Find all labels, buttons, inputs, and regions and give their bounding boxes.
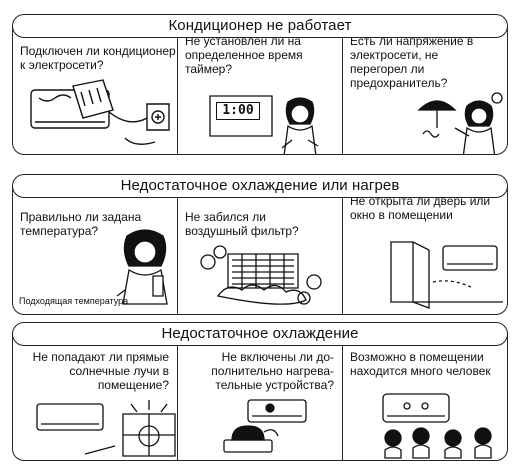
cell-note: Подходящая температура [19, 296, 129, 306]
cell-sunlight: Не попадают ли прямые солнечные лучи в п… [13, 334, 178, 460]
section-title: Кондиционер не работает [12, 14, 508, 38]
section-title: Недостаточное охлаждение или нагрев [12, 174, 508, 198]
cell-air-filter: Не забился ли воздушный фильтр? [178, 186, 343, 314]
cell-text: Возможно в помещении находится много чел… [350, 350, 491, 378]
cell-many-people: Возможно в помещении находится много чел… [343, 334, 507, 460]
section-cooling: Недостаточное охлаждение Не попадают ли … [12, 322, 508, 462]
timer-display: 1:00 [216, 102, 260, 120]
sunlit-window-icon [31, 396, 178, 458]
clogged-filter-icon [198, 242, 328, 310]
cell-heaters: Не включены ли до- полнительно нагрева- … [178, 334, 343, 460]
heater-kettle-icon [218, 394, 328, 460]
cell-text: Правильно ли задана температура? [20, 210, 142, 238]
cell-text: Не установлен ли на определенное время т… [185, 34, 303, 76]
cell-text: Не открыта ли дверь или окно в помещении [350, 194, 491, 222]
crowded-room-icon [373, 390, 507, 460]
cell-power-fuse: Есть ли напряжение в электросети, не пер… [343, 26, 507, 154]
girl-with-remote-icon [113, 226, 178, 308]
ac-plug-illustration-icon [25, 78, 175, 154]
cell-text: Подключен ли кондиционер к электросети? [20, 44, 176, 72]
cell-grid: Правильно ли задана температура? Подходя… [12, 186, 508, 315]
cell-text: Есть ли напряжение в электросети, не пер… [350, 34, 474, 90]
cell-text: Не попадают ли прямые солнечные лучи в п… [32, 350, 169, 392]
section-title: Недостаточное охлаждение [12, 322, 508, 346]
cell-door-window: Не открыта ли дверь или окно в помещении [343, 186, 507, 314]
girl-with-timer-icon [206, 92, 326, 154]
section-not-working: Кондиционер не работает Подключен ли кон… [12, 14, 508, 156]
cell-grid: Подключен ли кондиционер к электросети? … [12, 26, 508, 155]
cell-grid: Не попадают ли прямые солнечные лучи в п… [12, 334, 508, 461]
girl-with-umbrella-icon [417, 88, 507, 154]
section-cooling-heating: Недостаточное охлаждение или нагрев Прав… [12, 174, 508, 316]
cell-temperature: Правильно ли задана температура? Подходя… [13, 186, 178, 314]
cell-timer: Не установлен ли на определенное время т… [178, 26, 343, 154]
cell-text: Не забился ли воздушный фильтр? [185, 210, 299, 238]
cell-text: Не включены ли до- полнительно нагрева- … [211, 350, 334, 392]
cell-power-connected: Подключен ли кондиционер к электросети? [13, 26, 178, 154]
open-door-icon [385, 232, 505, 310]
